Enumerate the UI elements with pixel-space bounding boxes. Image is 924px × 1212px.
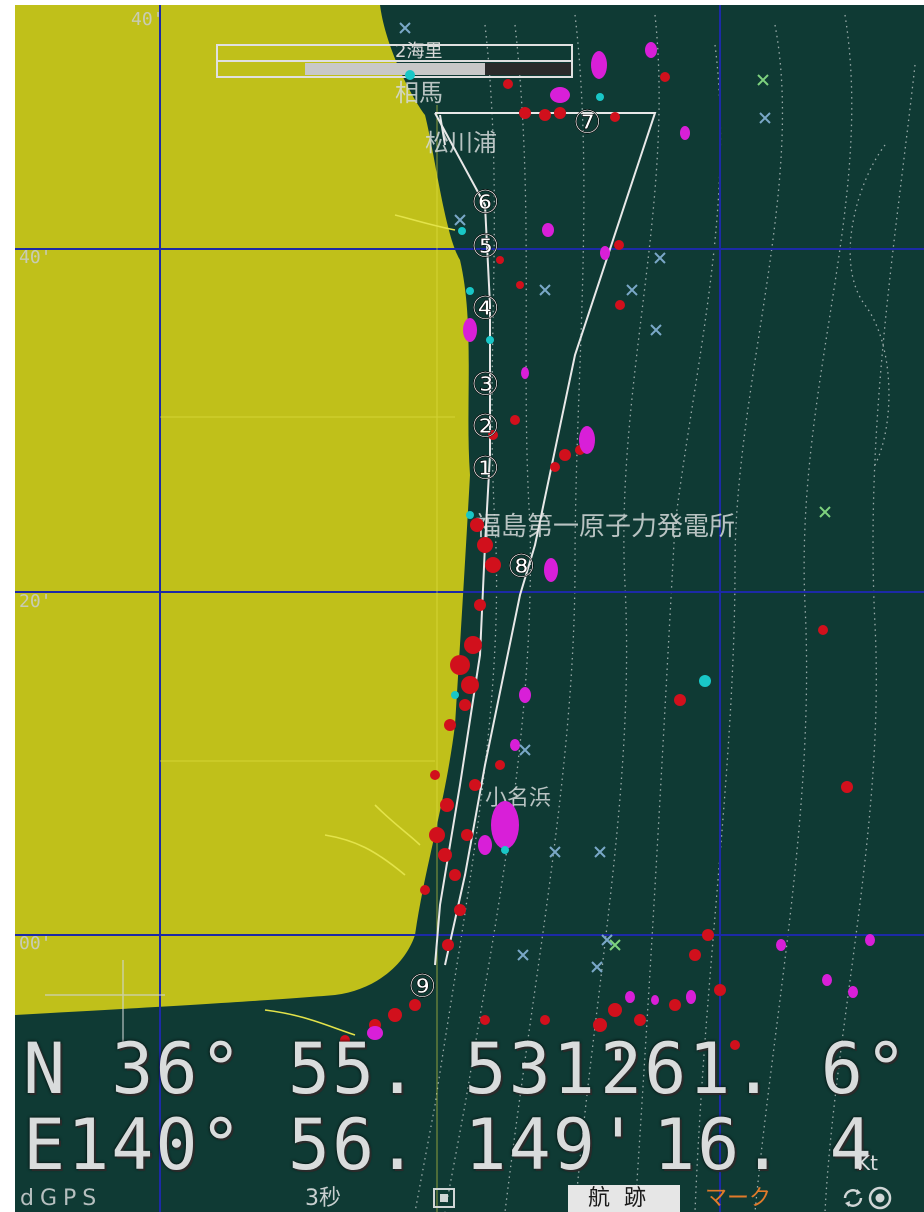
waypoint-8[interactable]: ⑧ — [507, 547, 536, 586]
waypoint-6[interactable]: ⑥ — [471, 183, 500, 222]
center-square-icon[interactable] — [432, 1187, 456, 1209]
magenta-marks — [367, 42, 875, 1040]
longitude-readout: E140° 56. 149' — [23, 1104, 642, 1186]
waypoint-5[interactable]: ⑤ — [471, 227, 500, 266]
interval-status[interactable]: 3秒 — [305, 1186, 341, 1211]
nautical-chart: 40' 40' 20' 00' 2海里 相馬 松川浦 福島第一原子力発電所 小名… — [15, 5, 924, 1212]
grid-label-lat-20: 20' — [19, 591, 52, 612]
chart-plotter-screen: 40' 40' 20' 00' 2海里 相馬 松川浦 福島第一原子力発電所 小名… — [15, 5, 924, 1212]
place-label-matsukawaura: 松川浦 — [425, 129, 497, 157]
place-label-soma: 相馬 — [395, 79, 443, 107]
speed-unit: Kt — [857, 1151, 878, 1175]
track-button[interactable]: 航跡 — [568, 1185, 680, 1212]
waypoint-9[interactable]: ⑨ — [408, 967, 437, 1006]
cycle-arrows-icon[interactable] — [840, 1186, 866, 1210]
scale-bar: 2海里 — [216, 41, 573, 78]
waypoint-1[interactable]: ① — [471, 449, 500, 488]
waypoint-3[interactable]: ③ — [471, 365, 500, 404]
place-label-npp: 福島第一原子力発電所 — [475, 512, 735, 542]
speed-readout: 16. 4 — [653, 1104, 874, 1186]
waypoint-2[interactable]: ② — [471, 407, 500, 446]
grid-label-lat-40: 40' — [19, 247, 52, 268]
place-label-onahama: 小名浜 — [485, 786, 551, 811]
waypoint-4[interactable]: ④ — [471, 289, 500, 328]
gps-status: dGPS — [20, 1186, 103, 1211]
waypoint-7[interactable]: ⑦ — [573, 103, 602, 142]
graticule — [15, 5, 924, 1212]
mark-button[interactable]: マーク — [705, 1186, 772, 1211]
target-icon[interactable] — [867, 1186, 893, 1210]
scale-label: 2海里 — [395, 41, 442, 62]
cursor-crosshair — [45, 960, 165, 1050]
grid-label-lon-40: 40' — [131, 9, 164, 30]
heading-readout: 261. 6° — [600, 1028, 910, 1110]
latitude-readout: N 36° 55. 531' — [23, 1028, 642, 1110]
x-marks — [399, 22, 771, 973]
grid-label-lat-00: 00' — [19, 933, 52, 954]
rivers — [264, 214, 456, 1036]
depth-contours — [414, 14, 916, 1212]
cyan-marks — [405, 70, 711, 854]
land-area — [15, 5, 470, 1015]
